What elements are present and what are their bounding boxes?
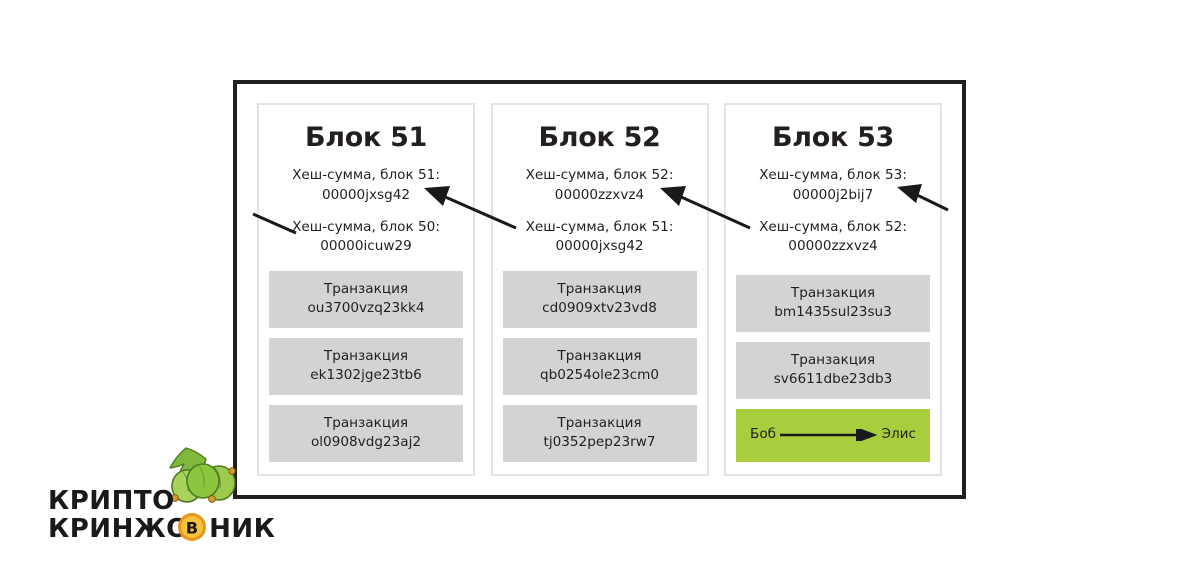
prev-hash-group: Хеш-сумма, блок 51: 00000jxsg42: [503, 218, 697, 257]
transaction-list: Транзакция ou3700vzq23kk4 Транзакция ek1…: [269, 271, 463, 463]
blockchain-frame: Блок 51 Хеш-сумма, блок 51: 00000jxsg42 …: [233, 80, 966, 499]
brand-line-2-before: КРИНЖО: [48, 514, 189, 544]
bitcoin-coin-icon: В: [178, 513, 206, 541]
transaction-id: cd0909xtv23vd8: [542, 300, 657, 317]
transaction-kind: Транзакция: [790, 351, 876, 368]
own-hash-group: Хеш-сумма, блок 53: 00000j2bij7: [736, 166, 930, 205]
prev-hash-value: 00000icuw29: [320, 238, 412, 255]
prev-hash-group: Хеш-сумма, блок 52: 00000zzxvz4: [736, 218, 930, 257]
transaction-recipient: Элис: [881, 426, 917, 443]
transaction-item[interactable]: Транзакция sv6611dbe23db3: [736, 341, 930, 399]
own-hash-value: 00000zzxvz4: [554, 187, 645, 204]
own-hash-value: 00000jxsg42: [321, 187, 411, 204]
prev-hash-value: 00000jxsg42: [555, 238, 644, 255]
transaction-kind: Транзакция: [323, 348, 409, 365]
transaction-item[interactable]: Транзакция qb0254ole23cm0: [502, 338, 697, 396]
brand-line-1: КРИПТО: [48, 486, 175, 516]
block-card-51[interactable]: Блок 51 Хеш-сумма, блок 51: 00000jxsg42 …: [257, 103, 475, 476]
blocks-row: Блок 51 Хеш-сумма, блок 51: 00000jxsg42 …: [237, 84, 962, 495]
transaction-item[interactable]: Транзакция ek1302jge23tb6: [269, 338, 463, 396]
transaction-kind: Транзакция: [323, 415, 409, 432]
prev-hash-label: Хеш-сумма, блок 52:: [759, 218, 907, 235]
own-hash-group: Хеш-сумма, блок 51: 00000jxsg42: [269, 166, 463, 205]
transaction-kind: Транзакция: [557, 415, 642, 432]
transaction-id: ek1302jge23tb6: [310, 367, 422, 384]
transaction-id: qb0254ole23cm0: [540, 367, 659, 384]
transaction-item[interactable]: Транзакция bm1435sul23su3: [736, 274, 930, 332]
own-hash-label: Хеш-сумма, блок 52:: [525, 167, 674, 184]
transaction-kind: Транзакция: [790, 284, 876, 301]
transaction-id: ou3700vzq23kk4: [307, 300, 425, 317]
own-hash-value: 00000j2bij7: [792, 187, 874, 204]
brand-line-2: КРИНЖОВ НИК: [48, 514, 275, 544]
prev-hash-group: Хеш-сумма, блок 50: 00000icuw29: [269, 218, 463, 257]
block-title: Блок 52: [538, 122, 661, 153]
transaction-item[interactable]: Транзакция tj0352pep23rw7: [502, 405, 697, 463]
svg-text:В: В: [186, 519, 198, 538]
brand-line-2-after: НИК: [209, 514, 276, 544]
transaction-kind: Транзакция: [323, 281, 409, 298]
highlighted-transaction-item[interactable]: Боб Элис: [736, 409, 930, 462]
transaction-kind: Транзакция: [557, 348, 642, 365]
block-title: Блок 51: [304, 122, 428, 153]
transaction-kind: Транзакция: [557, 281, 642, 298]
transaction-id: sv6611dbe23db3: [773, 370, 893, 387]
transaction-list: Транзакция cd0909xtv23vd8 Транзакция qb0…: [502, 271, 697, 463]
transaction-id: ol0908vdg23aj2: [310, 434, 422, 451]
brand-logo: КРИПТО КРИНЖОВ НИК В: [48, 446, 275, 544]
transaction-item[interactable]: Транзакция ou3700vzq23kk4: [269, 271, 463, 329]
transaction-list: Транзакция bm1435sul23su3 Транзакция sv6…: [736, 274, 930, 462]
prev-hash-label: Хеш-сумма, блок 51:: [525, 218, 674, 235]
block-card-52[interactable]: Блок 52 Хеш-сумма, блок 52: 00000zzxvz4 …: [490, 103, 709, 476]
block-card-53[interactable]: Блок 53 Хеш-сумма, блок 53: 00000j2bij7 …: [724, 103, 942, 476]
transaction-id: tj0352pep23rw7: [543, 434, 656, 451]
own-hash-group: Хеш-сумма, блок 52: 00000zzxvz4: [503, 166, 697, 205]
block-title: Блок 53: [771, 122, 895, 153]
transaction-id: bm1435sul23su3: [774, 303, 892, 320]
transaction-item[interactable]: Транзакция cd0909xtv23vd8: [502, 271, 697, 329]
prev-hash-label: Хеш-сумма, блок 50:: [292, 218, 440, 235]
transaction-sender: Боб: [750, 426, 777, 443]
prev-hash-value: 00000zzxvz4: [788, 238, 878, 255]
own-hash-label: Хеш-сумма, блок 51:: [292, 167, 440, 184]
gooseberry-icon: [169, 447, 236, 503]
own-hash-label: Хеш-сумма, блок 53:: [759, 167, 907, 184]
transaction-item[interactable]: Транзакция ol0908vdg23aj2: [269, 405, 463, 463]
transfer-arrow-icon: [780, 429, 878, 441]
